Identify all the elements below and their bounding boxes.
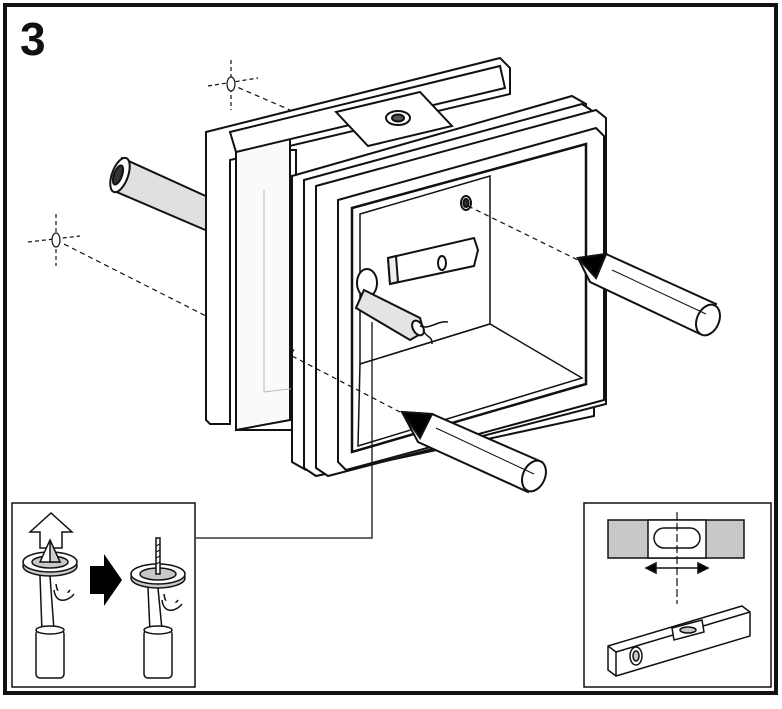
right-arrow-icon: [90, 554, 122, 606]
wall-plug-icon: [22, 538, 78, 577]
spirit-level-icon: [607, 605, 751, 677]
cable: [109, 156, 211, 234]
wall-mark-upper: [207, 60, 259, 110]
level-vial-detail: [607, 512, 745, 604]
grommet-inset: [11, 502, 196, 688]
pencil-icon: [576, 252, 721, 337]
guide-lines: [55, 83, 583, 413]
spirit-level-inset: [583, 502, 772, 688]
up-arrow-icon: [28, 511, 74, 549]
cable-icon: [35, 575, 75, 679]
step-number: 3: [20, 13, 46, 65]
tolerance-arrow: [644, 561, 710, 575]
pencil-icon: [399, 410, 547, 494]
cable-icon: [143, 587, 183, 679]
callout-leader: [196, 322, 373, 539]
page-frame: [3, 3, 778, 695]
flush-box: [289, 94, 607, 478]
drill-bit-icon: [130, 537, 186, 589]
back-box: [205, 56, 511, 432]
wall-mark-lower: [27, 214, 81, 266]
